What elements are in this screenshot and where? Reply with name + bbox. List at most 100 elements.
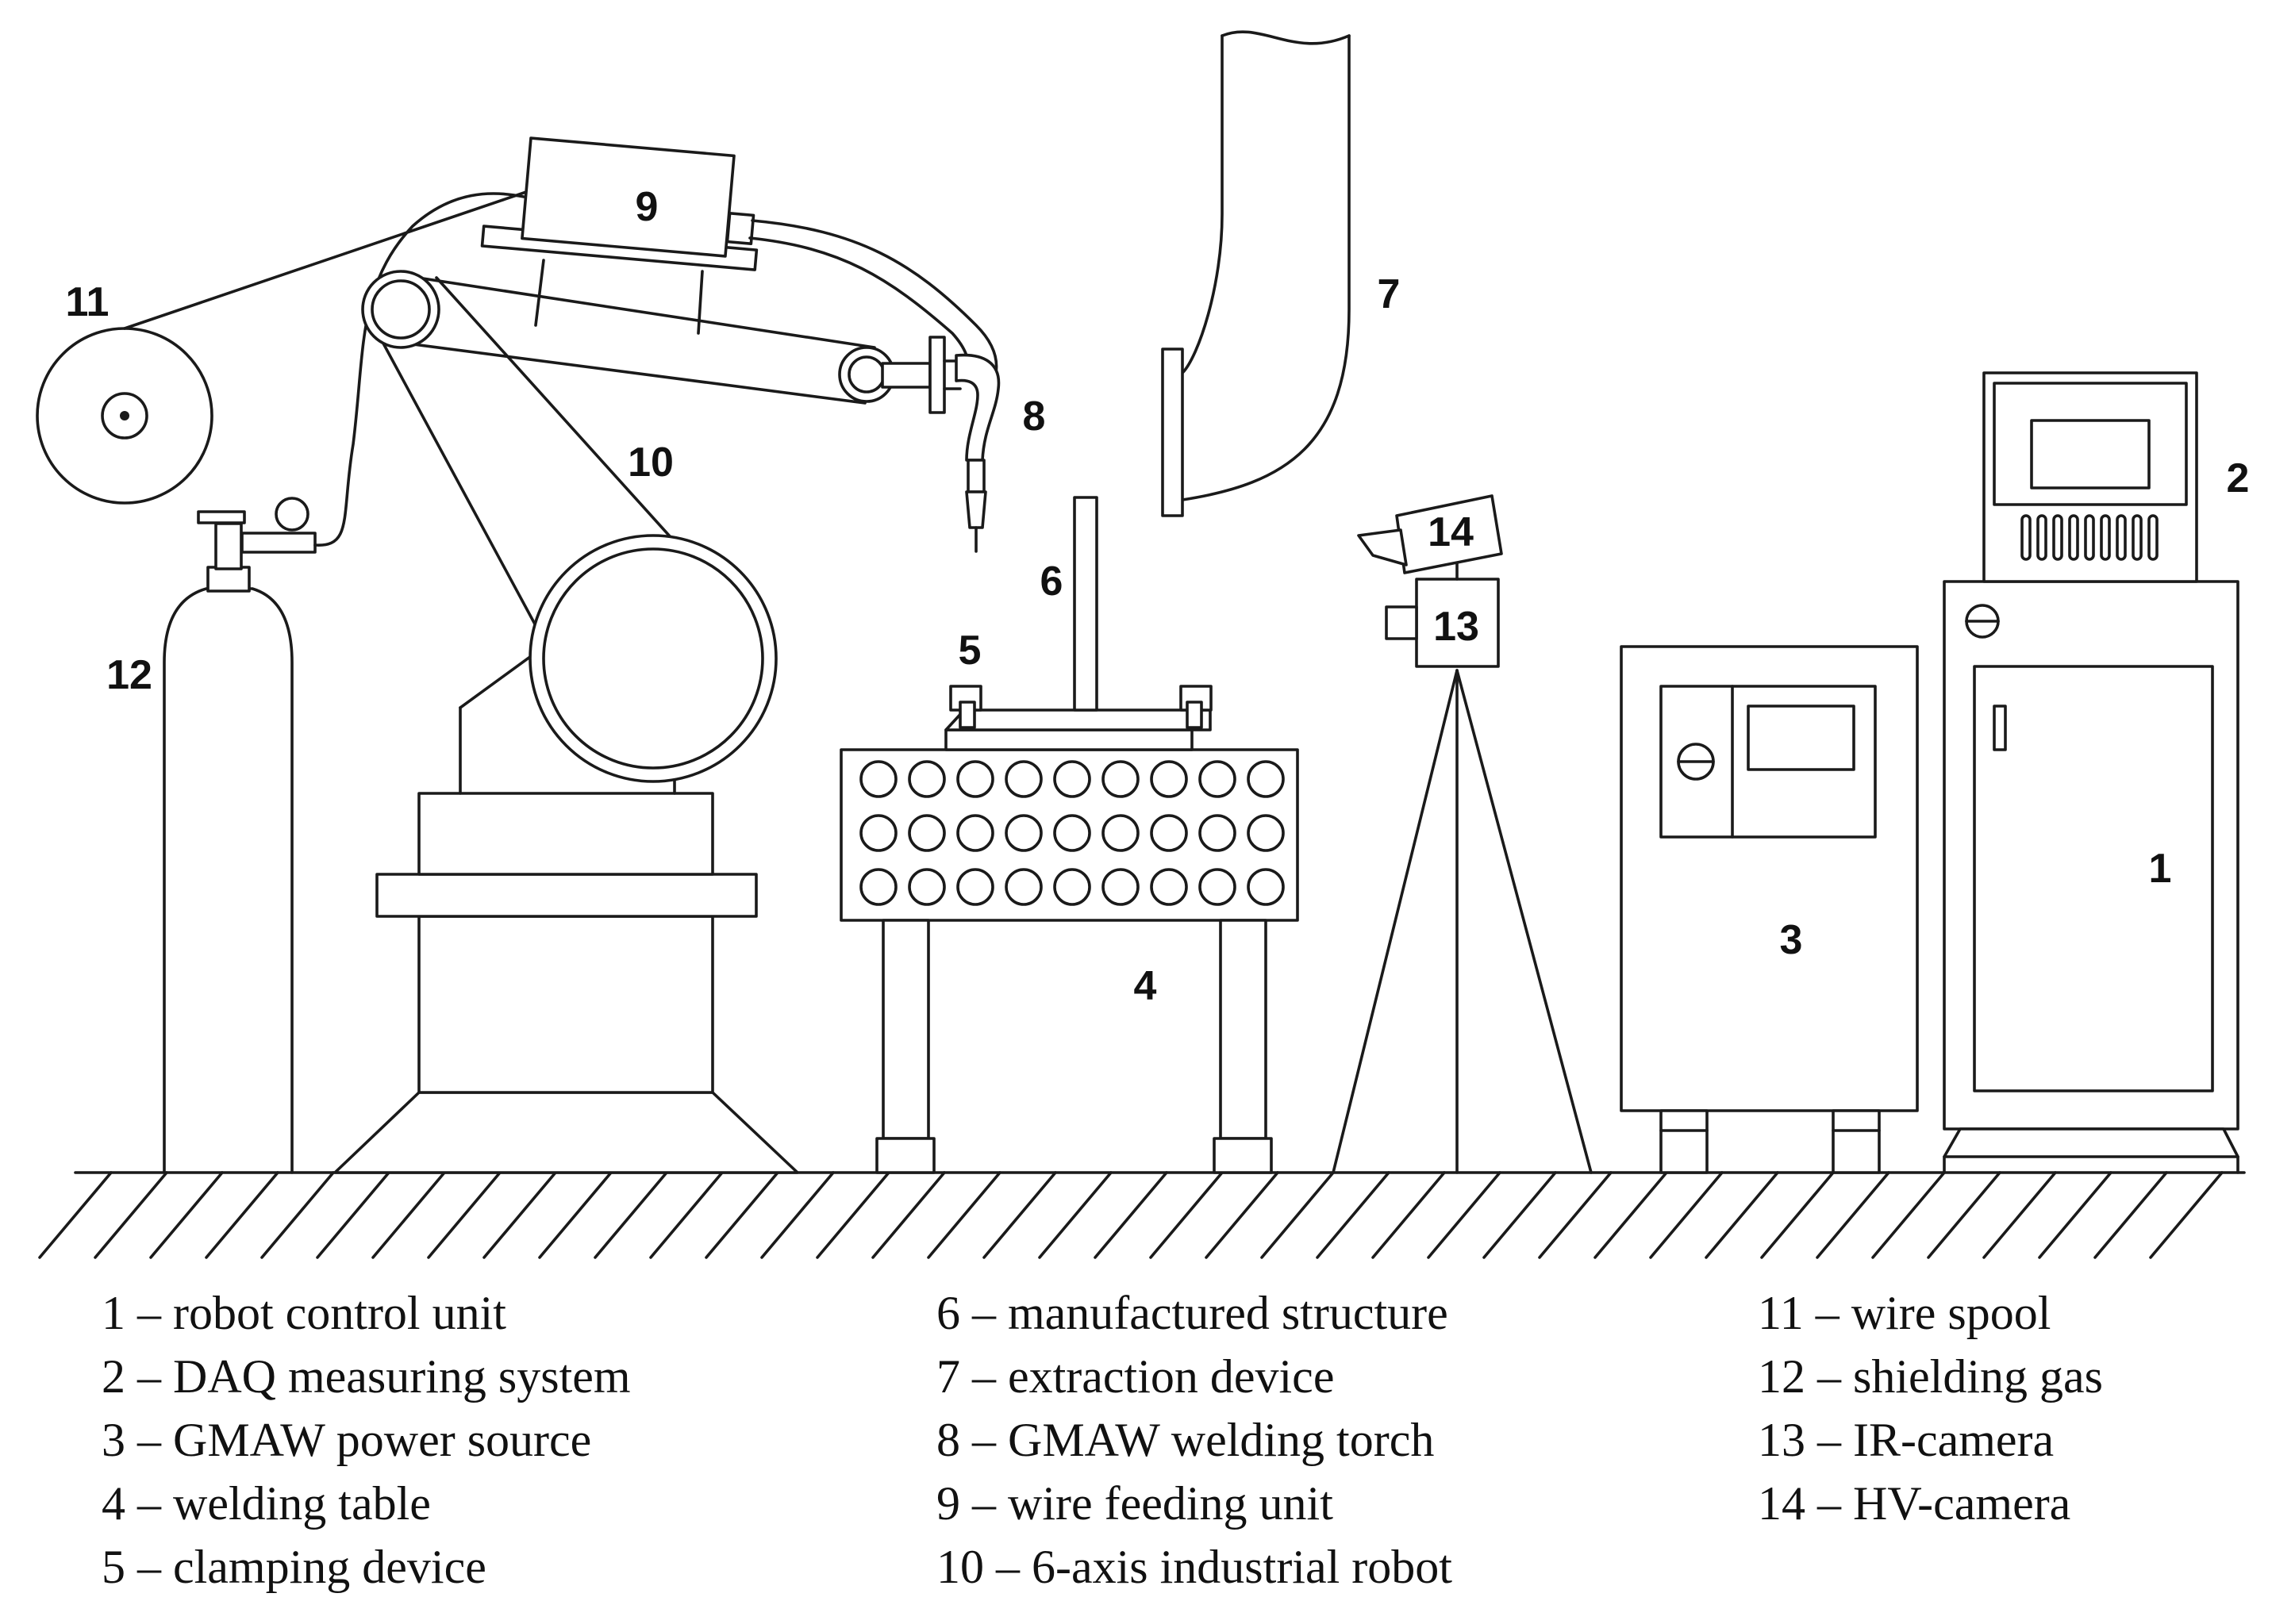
ground <box>38 1171 2246 1259</box>
welding-torch <box>955 353 1001 553</box>
vent-slot <box>2068 514 2079 561</box>
table-hole <box>1005 868 1043 906</box>
table-hole <box>1053 814 1091 852</box>
ground-hatch-line <box>760 1171 835 1259</box>
callout-labels: 1 2 3 4 5 6 7 8 9 10 11 12 13 14 <box>66 184 2250 1009</box>
table-hole <box>1101 868 1140 906</box>
ground-hatch-line <box>927 1171 1001 1259</box>
ground-hatch-line <box>1427 1171 1501 1259</box>
table-hole <box>956 760 994 798</box>
ground-hatch-line <box>1927 1171 2001 1259</box>
ground-hatch-line <box>649 1171 724 1259</box>
ground-hatch-line <box>1705 1171 1779 1259</box>
callout-11: 11 <box>66 279 110 325</box>
robot-control-unit <box>1943 580 2239 1174</box>
ground-hatch-line <box>1482 1171 1557 1259</box>
ground-hatch-line <box>1094 1171 1168 1259</box>
camera-tripod <box>1332 669 1593 1174</box>
manufactured-structure <box>1073 496 1098 712</box>
extraction-device <box>1161 30 1351 517</box>
ground-hatch-line <box>94 1171 168 1259</box>
table-hole <box>908 760 946 798</box>
ground-hatch-line <box>538 1171 613 1259</box>
ground-hatch-line <box>2093 1171 2168 1259</box>
vent-slot <box>2132 514 2143 561</box>
ground-hatch-line <box>371 1171 446 1259</box>
welding-table <box>840 748 1299 1174</box>
ground-hatch-line <box>38 1171 113 1259</box>
callout-6: 6 <box>1040 559 1063 605</box>
shielding-gas-cylinder <box>163 192 525 1174</box>
ground-hatch-line <box>205 1171 279 1259</box>
ground-hatch-line <box>482 1171 557 1259</box>
ground-hatch-line <box>427 1171 502 1259</box>
table-hole <box>1198 868 1236 906</box>
table-hole <box>1150 814 1188 852</box>
ground-hatch-line <box>871 1171 946 1259</box>
ground-hatch-line <box>260 1171 335 1259</box>
vent-slot <box>2036 514 2047 561</box>
ground-hatch-line <box>1649 1171 1724 1259</box>
gmaw-power-source <box>1620 645 1919 1174</box>
table-hole <box>1150 868 1188 906</box>
table-hole <box>1247 868 1285 906</box>
table-hole <box>1101 814 1140 852</box>
wire-spool <box>36 190 528 505</box>
table-hole <box>1198 760 1236 798</box>
ground-hatch-line <box>1982 1171 2057 1259</box>
ground-hatch-line <box>1316 1171 1390 1259</box>
callout-3: 3 <box>1780 917 1803 963</box>
ground-hatch-line <box>816 1171 890 1259</box>
table-hole <box>1053 760 1091 798</box>
table-hole <box>956 814 994 852</box>
ir-camera <box>1385 554 1500 668</box>
ground-hatch-line <box>705 1171 779 1259</box>
table-hole <box>1150 760 1188 798</box>
callout-13: 13 <box>1433 604 1479 650</box>
callout-5: 5 <box>959 628 982 674</box>
ground-hatch-line <box>1038 1171 1113 1259</box>
ground-hatch-line <box>1260 1171 1335 1259</box>
ground-hatch-line <box>1205 1171 1279 1259</box>
vent-slot <box>2084 514 2095 561</box>
table-hole <box>956 868 994 906</box>
daq-measuring-system <box>1982 371 2198 583</box>
hv-camera <box>1357 494 1503 574</box>
vent-slot <box>2052 514 2063 561</box>
callout-10: 10 <box>628 440 674 486</box>
wire-feeding-unit <box>480 136 998 374</box>
ground-hatch-line <box>2149 1171 2224 1259</box>
callout-12: 12 <box>106 652 152 698</box>
callout-2: 2 <box>2227 455 2250 501</box>
table-hole <box>859 814 898 852</box>
ground-hatch-line <box>2038 1171 2112 1259</box>
table-hole <box>1005 760 1043 798</box>
table-hole <box>908 868 946 906</box>
ground-hatch-line <box>1149 1171 1224 1259</box>
table-hole <box>859 868 898 906</box>
callout-8: 8 <box>1023 394 1046 440</box>
table-hole <box>1005 814 1043 852</box>
table-hole <box>908 814 946 852</box>
table-hole <box>1247 760 1285 798</box>
ground-hatch-line <box>1871 1171 1946 1259</box>
ground-hatch-line <box>1760 1171 1835 1259</box>
vent-slot <box>2100 514 2111 561</box>
table-hole <box>1198 814 1236 852</box>
ground-hatch-line <box>149 1171 224 1259</box>
vent-slot <box>2147 514 2159 561</box>
clamping-device <box>944 685 1213 751</box>
table-hole <box>1247 814 1285 852</box>
vent-slot <box>2020 514 2032 561</box>
callout-14: 14 <box>1428 509 1474 555</box>
callout-4: 4 <box>1134 963 1157 1009</box>
table-hole <box>859 760 898 798</box>
ground-hatch-line <box>1816 1171 1890 1259</box>
vent-slot <box>2116 514 2127 561</box>
table-hole <box>1053 868 1091 906</box>
ground-hatch-line <box>1538 1171 1613 1259</box>
callout-1: 1 <box>2149 846 2172 892</box>
ground-hatch-line <box>1371 1171 1446 1259</box>
callout-9: 9 <box>636 184 659 230</box>
ground-hatch-line <box>982 1171 1057 1259</box>
